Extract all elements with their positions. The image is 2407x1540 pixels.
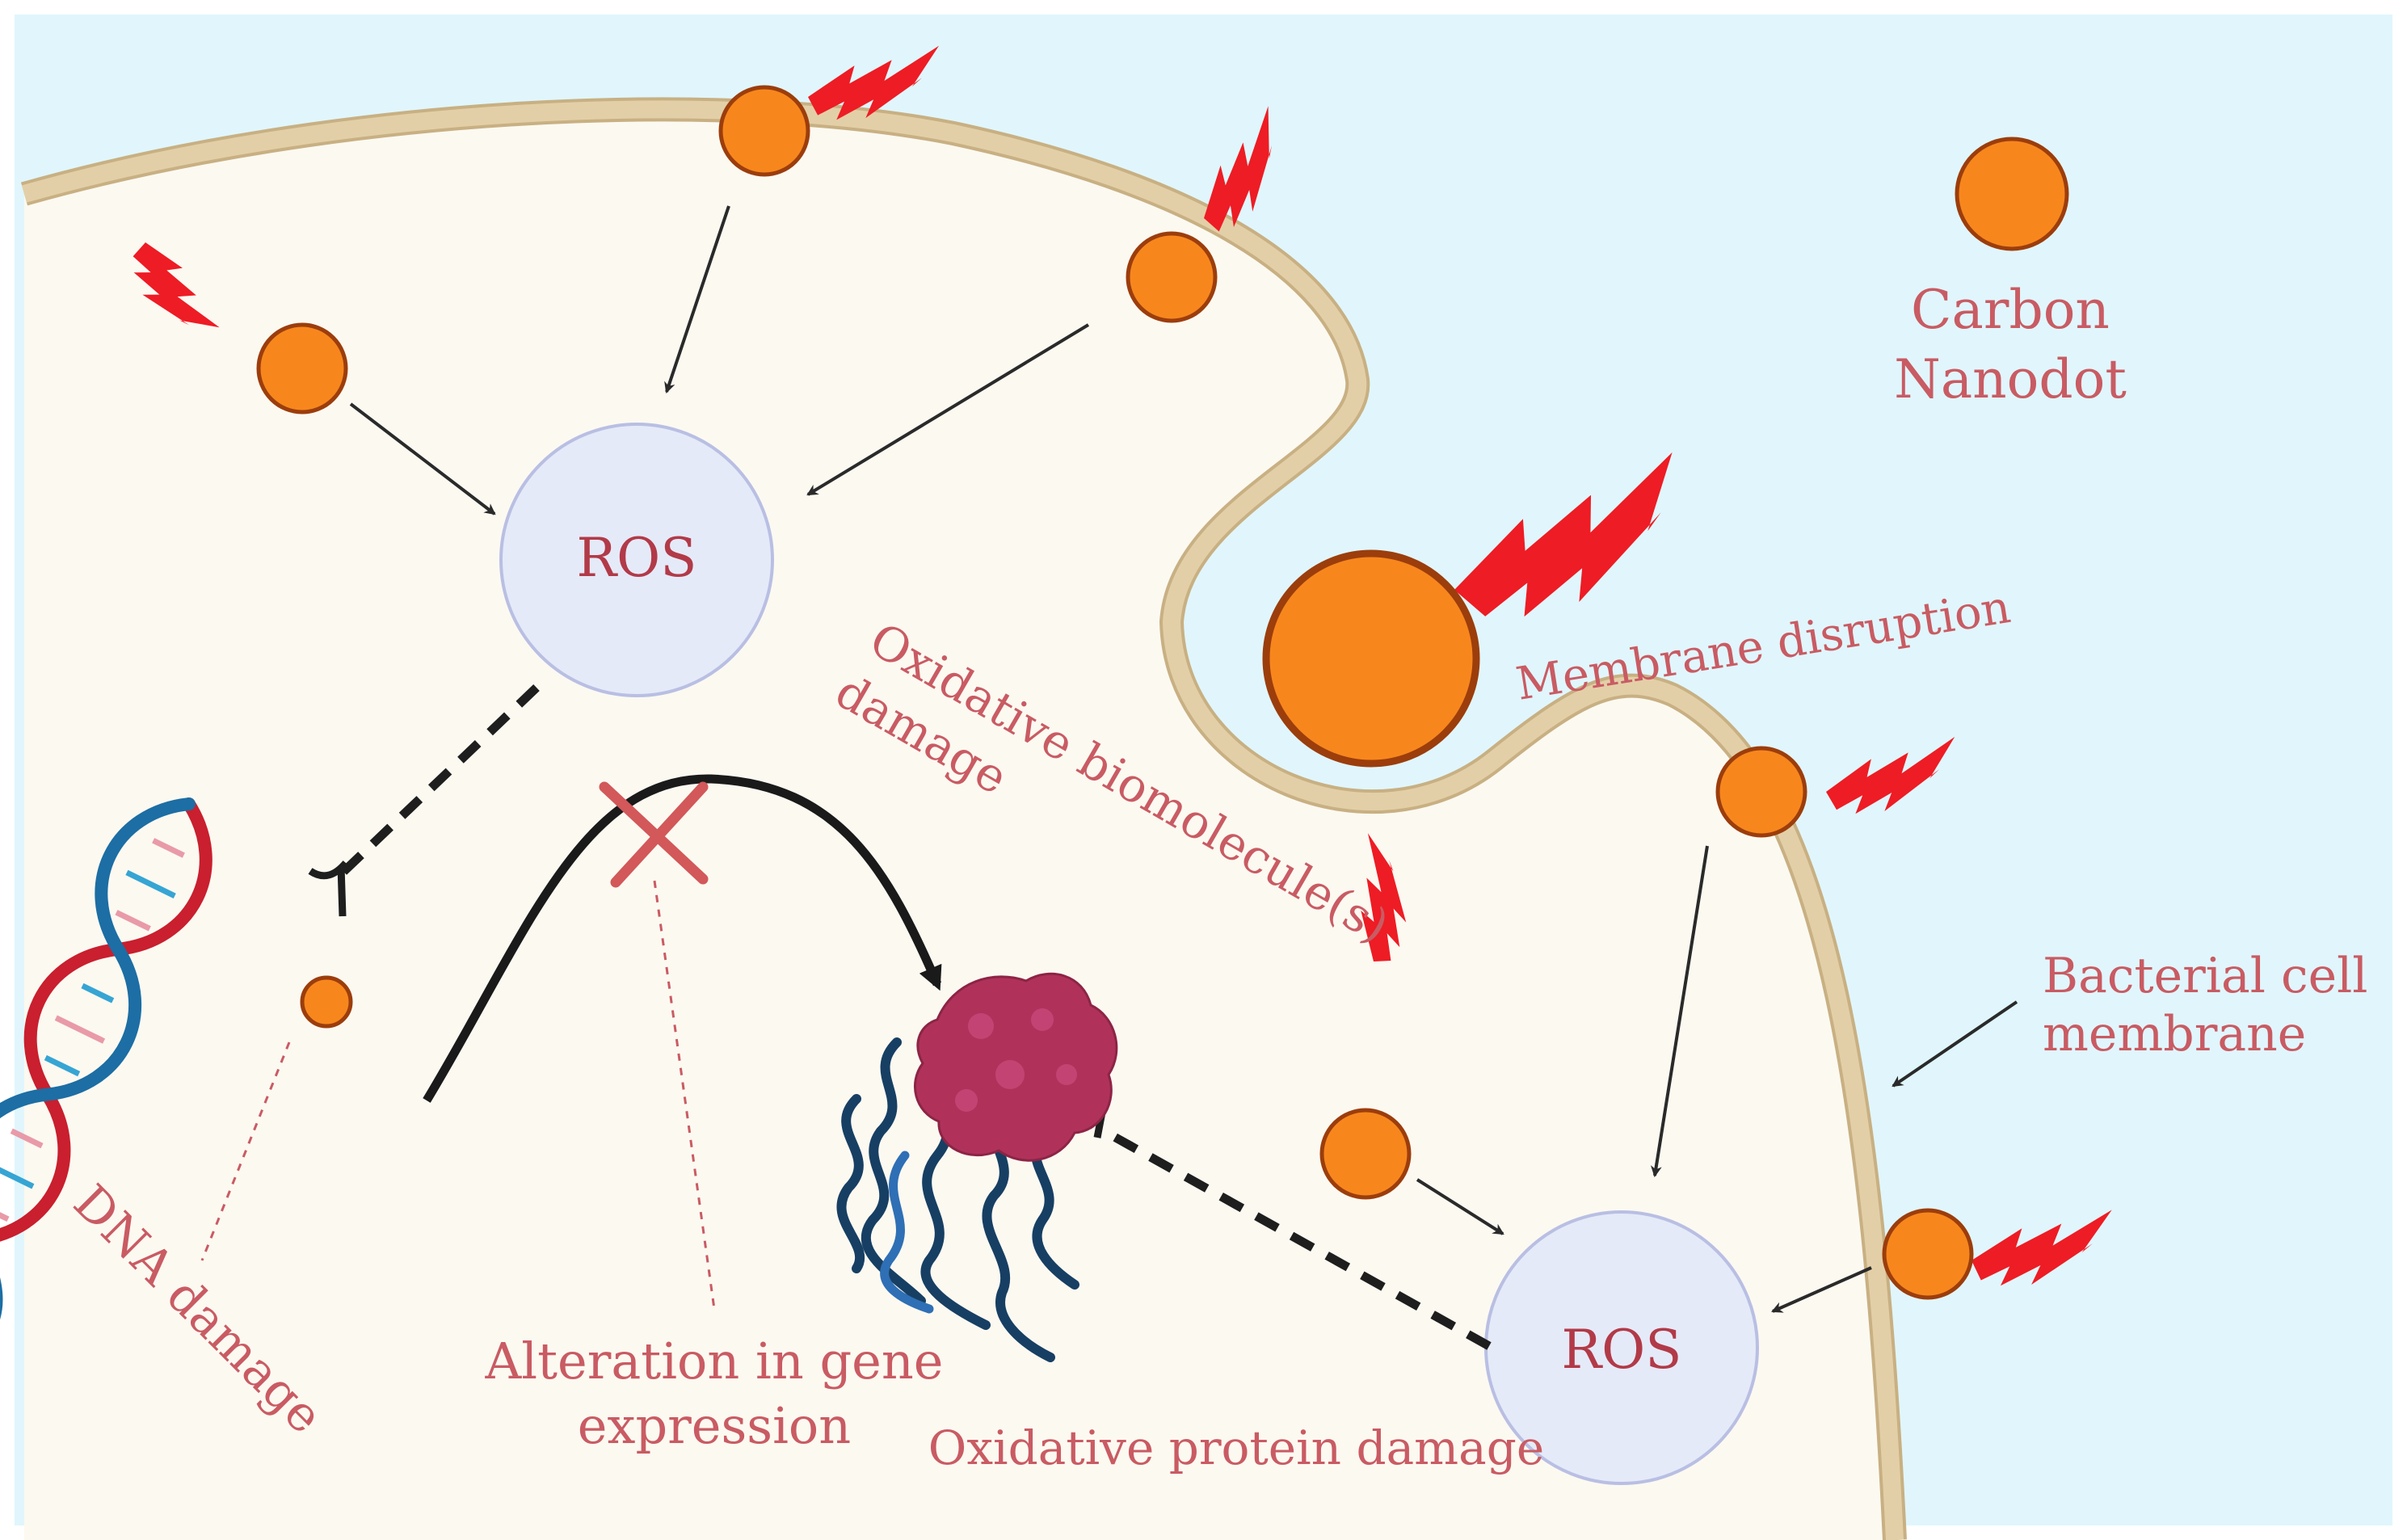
carbon-nanodot-label-line1: Carbon bbox=[1911, 279, 2110, 341]
membrane-pointer-arrow bbox=[1892, 1000, 2018, 1088]
nanodot bbox=[1126, 231, 1218, 323]
carbon-nanodot-label-line2: Nanodot bbox=[1894, 348, 2127, 410]
dna-strand-blue bbox=[0, 797, 196, 1370]
arrow bbox=[806, 323, 1090, 496]
arrow bbox=[664, 205, 730, 393]
x-cross-icon bbox=[599, 781, 709, 888]
nanodot bbox=[256, 322, 348, 414]
nanodot-legend bbox=[1955, 137, 2069, 251]
ros-label: ROS bbox=[1561, 1319, 1681, 1381]
protein-chain-light bbox=[880, 1151, 934, 1314]
ros-bottom: ROS bbox=[1484, 1210, 1759, 1485]
nanodot bbox=[718, 85, 810, 177]
dashed-line bbox=[1099, 1126, 1492, 1350]
leader-lines bbox=[200, 880, 716, 1310]
nanodot-on-dna bbox=[300, 975, 353, 1029]
nanodot bbox=[1715, 746, 1807, 838]
bacterial-cell-body bbox=[24, 109, 1895, 1540]
arrow bbox=[349, 402, 496, 515]
ros-top: ROS bbox=[499, 423, 774, 697]
arrow bbox=[1771, 1266, 1872, 1313]
gene-expression-label-line1: Alteration in gene bbox=[485, 1332, 944, 1391]
carbon-nanodots bbox=[256, 85, 2069, 1300]
tee-blocked-icon bbox=[308, 860, 349, 917]
dna-helix-icon bbox=[0, 797, 213, 1370]
gene-expression-label-line2: expression bbox=[578, 1396, 851, 1455]
ros-circle bbox=[499, 423, 774, 697]
arrow bbox=[1650, 845, 1709, 1178]
bacterial-membrane-label-line1: Bacterial cell bbox=[2043, 948, 2367, 1004]
bacterial-membrane-label-line2: membrane bbox=[2043, 1006, 2306, 1062]
nanodot bbox=[1319, 1108, 1412, 1200]
dashed-line bbox=[339, 684, 540, 876]
gene-expression-arrow bbox=[423, 774, 942, 1103]
nanodot bbox=[1882, 1208, 1974, 1300]
nanodot-large bbox=[1262, 549, 1480, 768]
ros-arrows bbox=[349, 205, 2018, 1313]
protein-blob-icon bbox=[836, 972, 1118, 1362]
protein-damage-label: Oxidative protein damage bbox=[928, 1420, 1544, 1475]
arrow bbox=[1416, 1178, 1504, 1235]
ros-label: ROS bbox=[576, 527, 696, 589]
